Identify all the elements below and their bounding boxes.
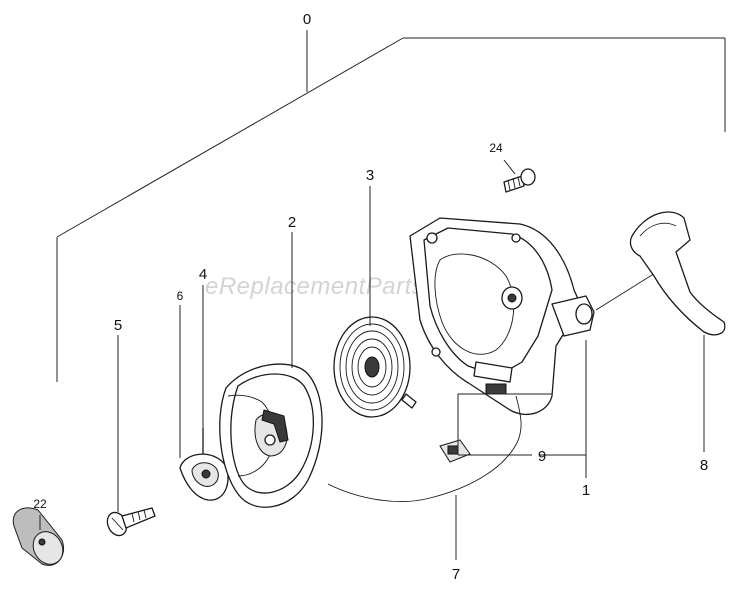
callout-2: 2 [288,214,296,231]
callout-4: 4 [199,266,207,283]
callout-6: 6 [177,289,184,303]
pulley-nut-part [12,507,64,566]
bolt-part [503,168,536,193]
starter-rope-part [327,395,522,502]
callout-8: 8 [700,457,708,474]
rope-guide-part [439,439,471,463]
screw-part [106,507,156,537]
callout-labels: 0 1 2 3 4 5 6 7 8 9 24 22 [33,11,708,583]
callout-5: 5 [114,317,122,334]
leader-lines [39,159,705,560]
callout-7: 7 [452,566,460,583]
callout-9: 9 [538,448,546,465]
callout-24: 24 [489,141,503,155]
callout-3: 3 [366,167,374,184]
callout-22: 22 [33,497,47,511]
assembly-bracket [56,30,726,382]
recoil-housing-part [409,217,595,415]
pawl-part [179,428,229,501]
handle-part [595,211,726,336]
pulley-part [219,363,323,508]
callout-1: 1 [582,482,590,499]
spiral-spring-part [333,316,417,418]
callout-0: 0 [303,11,311,28]
